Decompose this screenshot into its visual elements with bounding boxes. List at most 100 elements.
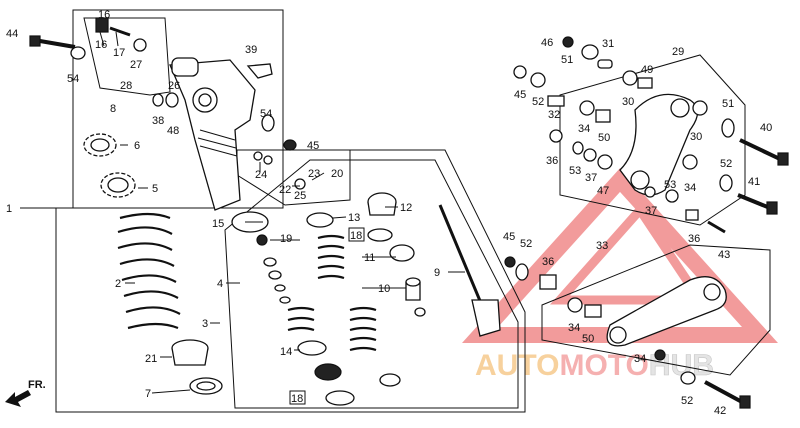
damper-rod-9-part (438, 204, 501, 337)
nut-24-part (253, 151, 263, 161)
piston-body-part (314, 363, 342, 381)
clip-39-part (246, 63, 273, 79)
callout-50-a: 50 (598, 132, 610, 144)
callout-32: 32 (548, 109, 560, 121)
callout-34-a: 34 (578, 123, 590, 135)
callout-48: 48 (167, 125, 179, 137)
watermark-triangle-inner (549, 202, 709, 305)
callout-30-a: 30 (622, 96, 634, 108)
callout-45-b: 45 (514, 89, 526, 101)
callout-9: 9 (434, 267, 440, 279)
callout-4: 4 (217, 278, 223, 290)
callout-2: 2 (115, 278, 121, 290)
nut-22-part (294, 178, 306, 190)
stopper-7-part (189, 377, 223, 395)
callout-18-lower-box: 18 (289, 390, 306, 405)
outline-group-33 (541, 244, 771, 376)
callout-45-a: 45 (307, 140, 319, 152)
callout-46: 46 (541, 37, 553, 49)
callout-44: 44 (6, 28, 18, 40)
callout-52-b: 52 (720, 158, 732, 170)
ring-11-part (389, 244, 415, 262)
callout-26: 26 (168, 80, 180, 92)
callout-38: 38 (152, 115, 164, 127)
washer-13-part (306, 212, 334, 228)
callout-16-top: 16 (98, 9, 110, 21)
callout-54-a: 54 (67, 73, 79, 85)
callout-23: 23 (308, 168, 320, 180)
callout-5: 5 (152, 183, 158, 195)
lock-nut-6-part (83, 133, 117, 157)
collar-36-mid-part (539, 274, 557, 290)
callout-36-a: 36 (546, 155, 558, 167)
callout-8: 8 (110, 103, 116, 115)
callout-20: 20 (331, 168, 343, 180)
callout-45-c: 45 (503, 231, 515, 243)
oring-18-upper-part (367, 228, 393, 242)
callout-15: 15 (212, 218, 224, 230)
outline-group-8 (83, 17, 171, 96)
callout-6: 6 (134, 140, 140, 152)
callout-49: 49 (641, 64, 653, 76)
callout-3: 3 (202, 318, 208, 330)
valve-spring-upper-part (317, 234, 345, 280)
callout-10: 10 (378, 283, 390, 295)
callout-53-a: 53 (569, 165, 581, 177)
callout-28: 28 (120, 80, 132, 92)
callout-52-d: 52 (681, 395, 693, 407)
bolt-43-part (707, 220, 726, 234)
callout-33: 33 (596, 240, 608, 252)
callout-30-b: 30 (690, 131, 702, 143)
callout-27: 27 (130, 59, 142, 71)
callout-25: 25 (294, 190, 306, 202)
callout-17: 17 (113, 47, 125, 59)
connecting-rod-small-parts (567, 297, 696, 385)
callout-14: 14 (280, 346, 292, 358)
callout-18-lower: 18 (291, 393, 303, 405)
callout-21: 21 (145, 353, 157, 365)
valve-spring-lower-part (349, 306, 377, 352)
callout-52-a: 52 (532, 96, 544, 108)
connecting-rod-33-part (606, 276, 727, 347)
callout-18-upper: 18 (350, 230, 362, 242)
washer-45-mid-part (504, 256, 516, 268)
oring-18-lower-part (325, 390, 355, 406)
cap-12-part (367, 192, 397, 216)
piston-14-part (297, 340, 327, 356)
callout-24: 24 (255, 169, 267, 181)
callout-51-b: 51 (722, 98, 734, 110)
callout-37-b: 37 (645, 205, 657, 217)
callout-36-c: 36 (688, 233, 700, 245)
callout-34-c: 34 (568, 322, 580, 334)
bolt-44-part (29, 35, 76, 49)
callout-52-c: 52 (520, 238, 532, 250)
callout-40: 40 (760, 122, 772, 134)
callout-50-b: 50 (582, 333, 594, 345)
damper-valve-stack-part (256, 234, 291, 304)
callout-29: 29 (672, 46, 684, 58)
washer-45-part (283, 139, 297, 151)
collar-21-part (171, 339, 209, 366)
main-spring-2-part (117, 212, 181, 330)
callout-34-b: 34 (684, 182, 696, 194)
bushing-10-part (405, 277, 421, 301)
callout-47: 47 (597, 185, 609, 197)
callout-42: 42 (714, 405, 726, 417)
callout-12: 12 (400, 202, 412, 214)
bolt-40-part (739, 138, 789, 166)
outline-outer-frame (55, 149, 526, 413)
damper-body-part (95, 17, 256, 211)
valve-spring-left-part (287, 306, 315, 332)
callout-37-a: 37 (585, 172, 597, 184)
callout-16: 16 (95, 39, 107, 51)
cushion-arm-29-part (619, 93, 699, 196)
callout-31: 31 (602, 38, 614, 50)
seal-54-left-part (70, 46, 86, 60)
bolt-41-part (737, 193, 778, 215)
collar-36-right-part (685, 209, 699, 221)
seal-54-right-part (261, 114, 275, 132)
bolt-42-part (704, 380, 751, 409)
outline-group-29 (559, 54, 746, 226)
